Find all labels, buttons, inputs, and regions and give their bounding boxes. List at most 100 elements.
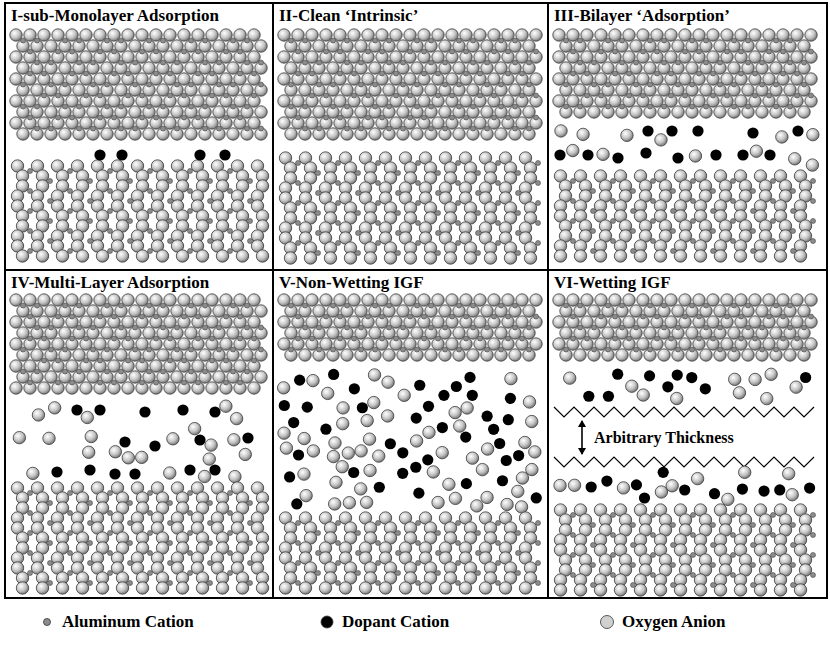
oxygen-anion <box>45 40 57 52</box>
oxygen-anion <box>38 51 50 63</box>
aluminum-cation <box>506 49 511 54</box>
aluminum-cation <box>380 49 385 54</box>
oxygen-anion <box>754 250 766 262</box>
aluminum-cation <box>571 219 576 224</box>
oxygen-anion <box>376 29 388 41</box>
aluminum-cation <box>168 239 173 244</box>
aluminum-cation <box>732 82 737 87</box>
oxygen-anion <box>432 51 444 63</box>
oxygen-anion <box>213 106 225 118</box>
aluminum-cation <box>496 181 501 186</box>
aluminum-cation <box>781 49 786 54</box>
aluminum-cation <box>248 581 253 586</box>
aluminum-cation <box>352 71 357 76</box>
aluminum-cation <box>496 221 501 226</box>
oxygen-anion <box>523 106 535 118</box>
aluminum-cation <box>133 325 138 330</box>
oxygen-anion <box>198 470 210 482</box>
oxygen-anion <box>10 360 22 372</box>
aluminum-cation <box>464 115 469 120</box>
aluminum-cation <box>21 104 26 109</box>
aluminum-cation <box>259 325 264 330</box>
oxygen-anion <box>404 29 416 41</box>
aluminum-cation <box>499 104 504 109</box>
oxygen-anion <box>658 84 670 96</box>
dopant-cation <box>209 464 220 475</box>
aluminum-cation <box>228 189 233 194</box>
aluminum-cation <box>394 93 399 98</box>
oxygen-anion <box>285 128 297 140</box>
oxygen-anion <box>52 29 64 41</box>
aluminum-cation <box>68 209 73 214</box>
aluminum-cation <box>49 82 54 87</box>
oxygen-anion <box>292 95 304 107</box>
aluminum-cation <box>527 60 532 65</box>
aluminum-cation <box>28 314 33 319</box>
aluminum-cation <box>28 189 33 194</box>
oxygen-anion <box>241 84 253 96</box>
oxygen-anion <box>66 95 78 107</box>
aluminum-cation <box>35 126 40 131</box>
aluminum-cation <box>208 239 213 244</box>
aluminum-cation <box>396 191 401 196</box>
oxygen-anion <box>164 294 176 306</box>
oxygen-anion <box>52 294 64 306</box>
dopant-cation <box>640 147 651 158</box>
oxygen-anion <box>791 51 803 63</box>
oxygen-anion <box>577 128 589 140</box>
aluminum-cation <box>809 49 814 54</box>
aluminum-cation <box>98 93 103 98</box>
aluminum-cation <box>88 581 93 586</box>
aluminum-cation <box>228 229 233 234</box>
aluminum-cation <box>634 60 639 65</box>
aluminum-cation <box>84 358 89 363</box>
oxygen-anion <box>306 29 318 41</box>
aluminum-cation <box>119 369 124 374</box>
oxygen-anion <box>38 294 50 306</box>
oxygen-anion <box>390 117 402 129</box>
aluminum-cation <box>98 115 103 120</box>
aluminum-cation <box>303 126 308 131</box>
aluminum-cation <box>217 126 222 131</box>
aluminum-cation <box>189 369 194 374</box>
oxygen-anion <box>756 40 768 52</box>
oxygen-anion <box>397 305 409 317</box>
aluminum-cation <box>161 303 166 308</box>
aluminum-cation <box>42 93 47 98</box>
aluminum-cation <box>35 38 40 43</box>
aluminum-cation <box>224 314 229 319</box>
aluminum-cation <box>671 249 676 254</box>
oxygen-anion <box>248 29 260 41</box>
aluminum-cation <box>485 60 490 65</box>
oxygen-anion <box>206 29 218 41</box>
aluminum-cation <box>228 551 233 556</box>
aluminum-cation <box>154 314 159 319</box>
aluminum-cation <box>88 541 93 546</box>
oxygen-anion <box>10 29 22 41</box>
aluminum-cation <box>310 71 315 76</box>
aluminum-cation <box>366 115 371 120</box>
aluminum-cation <box>457 82 462 87</box>
dopant-cation <box>642 125 653 136</box>
aluminum-cation <box>228 249 233 254</box>
aluminum-cation <box>91 325 96 330</box>
aluminum-cation <box>208 501 213 506</box>
aluminum-cation <box>578 38 583 43</box>
oxygen-anion <box>756 106 768 118</box>
aluminum-cation <box>189 104 194 109</box>
oxygen-anion <box>324 252 336 264</box>
oxygen-anion <box>630 106 642 118</box>
aluminum-cation <box>108 209 113 214</box>
oxygen-anion <box>567 29 579 41</box>
aluminum-cation <box>21 347 26 352</box>
aluminum-cation <box>56 49 61 54</box>
oxygen-anion <box>156 582 168 594</box>
oxygen-anion <box>17 62 29 74</box>
aluminum-cation <box>429 60 434 65</box>
oxygen-anion <box>205 439 217 451</box>
aluminum-cation <box>380 115 385 120</box>
aluminum-cation <box>289 38 294 43</box>
aluminum-cation <box>147 303 152 308</box>
aluminum-cation <box>303 104 308 109</box>
aluminum-cation <box>70 380 75 385</box>
